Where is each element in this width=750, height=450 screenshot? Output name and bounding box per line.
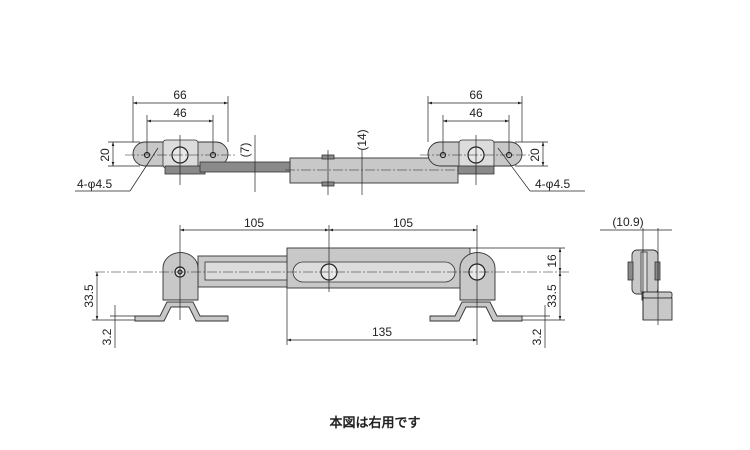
hole-note-left: 4-φ4.5 <box>77 177 112 191</box>
dim-46-left: 46 <box>173 106 187 120</box>
dim-10.9: (10.9) <box>612 215 643 229</box>
caption: 本図は右用です <box>329 415 420 430</box>
dim-rod-7: (7) <box>238 143 252 158</box>
dim-105-left: 105 <box>244 216 264 230</box>
top-view-stay-body: (7) (14) <box>199 129 460 195</box>
top-view-right-bracket <box>420 135 530 185</box>
top-view-dimensions-left: 66 46 20 4-φ4.5 <box>75 88 229 192</box>
front-view-dimensions: 105 105 135 33.5 3.2 16 33.5 3.2 <box>82 216 565 348</box>
dim-66-right: 66 <box>469 88 483 102</box>
hole-note-right: 4-φ4.5 <box>535 177 570 191</box>
dim-33.5-left: 33.5 <box>82 284 96 308</box>
dim-16-right: 16 <box>545 254 559 268</box>
dim-3.2-left: 3.2 <box>100 328 114 345</box>
top-view-dimensions-right: 66 46 20 4-φ4.5 <box>427 88 585 192</box>
dim-3.2-right: 3.2 <box>530 328 544 345</box>
dim-135: 135 <box>372 325 392 339</box>
side-view: (10.9) <box>600 215 673 325</box>
dim-20-right: 20 <box>528 148 542 162</box>
top-view-left-bracket <box>125 135 235 185</box>
dim-105-right: 105 <box>393 216 413 230</box>
dim-33.5-right: 33.5 <box>545 284 559 308</box>
dim-20-left: 20 <box>98 148 112 162</box>
dim-46-right: 46 <box>469 106 483 120</box>
front-view-stay <box>95 247 570 322</box>
dim-66-left: 66 <box>173 88 187 102</box>
dim-body-14: (14) <box>355 129 369 150</box>
